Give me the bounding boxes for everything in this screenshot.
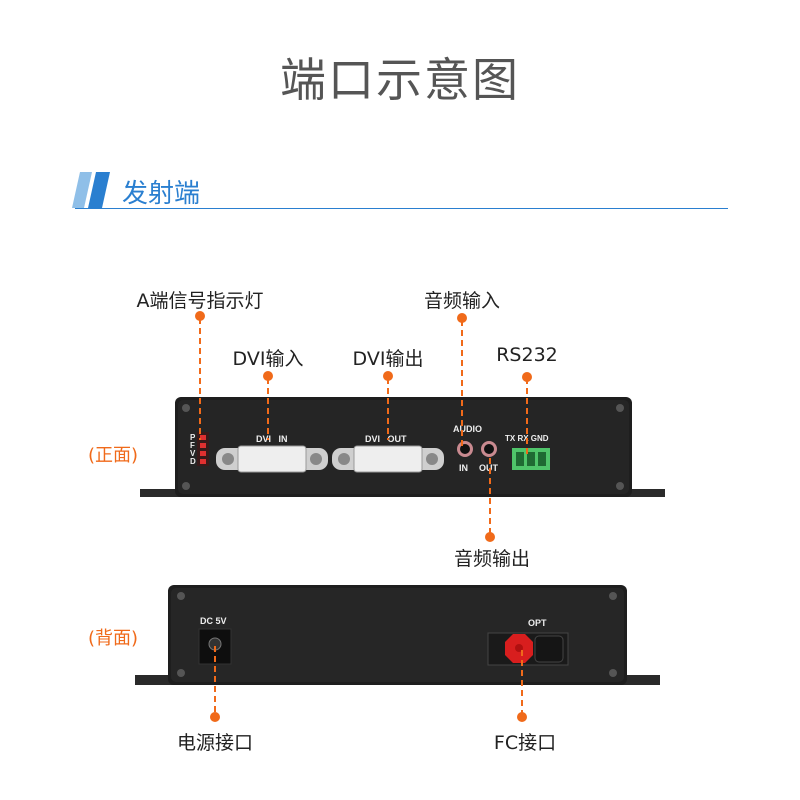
callout-rs232: RS232 [496, 344, 558, 366]
audio-in-jack [460, 444, 470, 454]
dvi-out-port [332, 445, 444, 473]
audio-out-jack [484, 444, 494, 454]
front-device: P F V D DVI IN DVI OUT AUDIO IN OUT TX R… [140, 397, 665, 497]
callout-dvi-out: DVI输出 [352, 348, 424, 370]
callout-indicator: A端信号指示灯 [136, 290, 264, 312]
dvi-out-text: DVI OUT [365, 434, 407, 444]
section-header-bars [72, 172, 728, 209]
dvi-in-port [216, 445, 328, 473]
callout-fc: FC接口 [493, 732, 557, 754]
callout-dots [195, 311, 532, 722]
led-label-f: F [190, 441, 195, 450]
back-side-label: (背面) [88, 628, 139, 649]
back-device: DC 5V OPT [135, 585, 660, 685]
callout-lines [199, 318, 528, 715]
callout-audio-out: 音频输出 [453, 548, 531, 570]
led-label-d: D [190, 457, 196, 466]
led-label-p: P [190, 433, 196, 442]
section-title: 发射端 [122, 179, 201, 209]
led-label-v: V [190, 449, 196, 458]
audio-out-text: OUT [479, 463, 499, 473]
audio-in-text: IN [459, 463, 468, 473]
opt-text: OPT [528, 618, 547, 628]
audio-text: AUDIO [453, 424, 482, 434]
callout-dvi-in: DVI输入 [232, 348, 304, 370]
page-title: 端口示意图 [280, 53, 520, 107]
dvi-in-text: DVI IN [256, 434, 288, 444]
dc-text: DC 5V [200, 616, 227, 626]
callout-power: 电源接口 [176, 732, 254, 754]
callout-audio-in: 音频输入 [423, 290, 501, 312]
front-side-label: (正面) [88, 445, 139, 466]
